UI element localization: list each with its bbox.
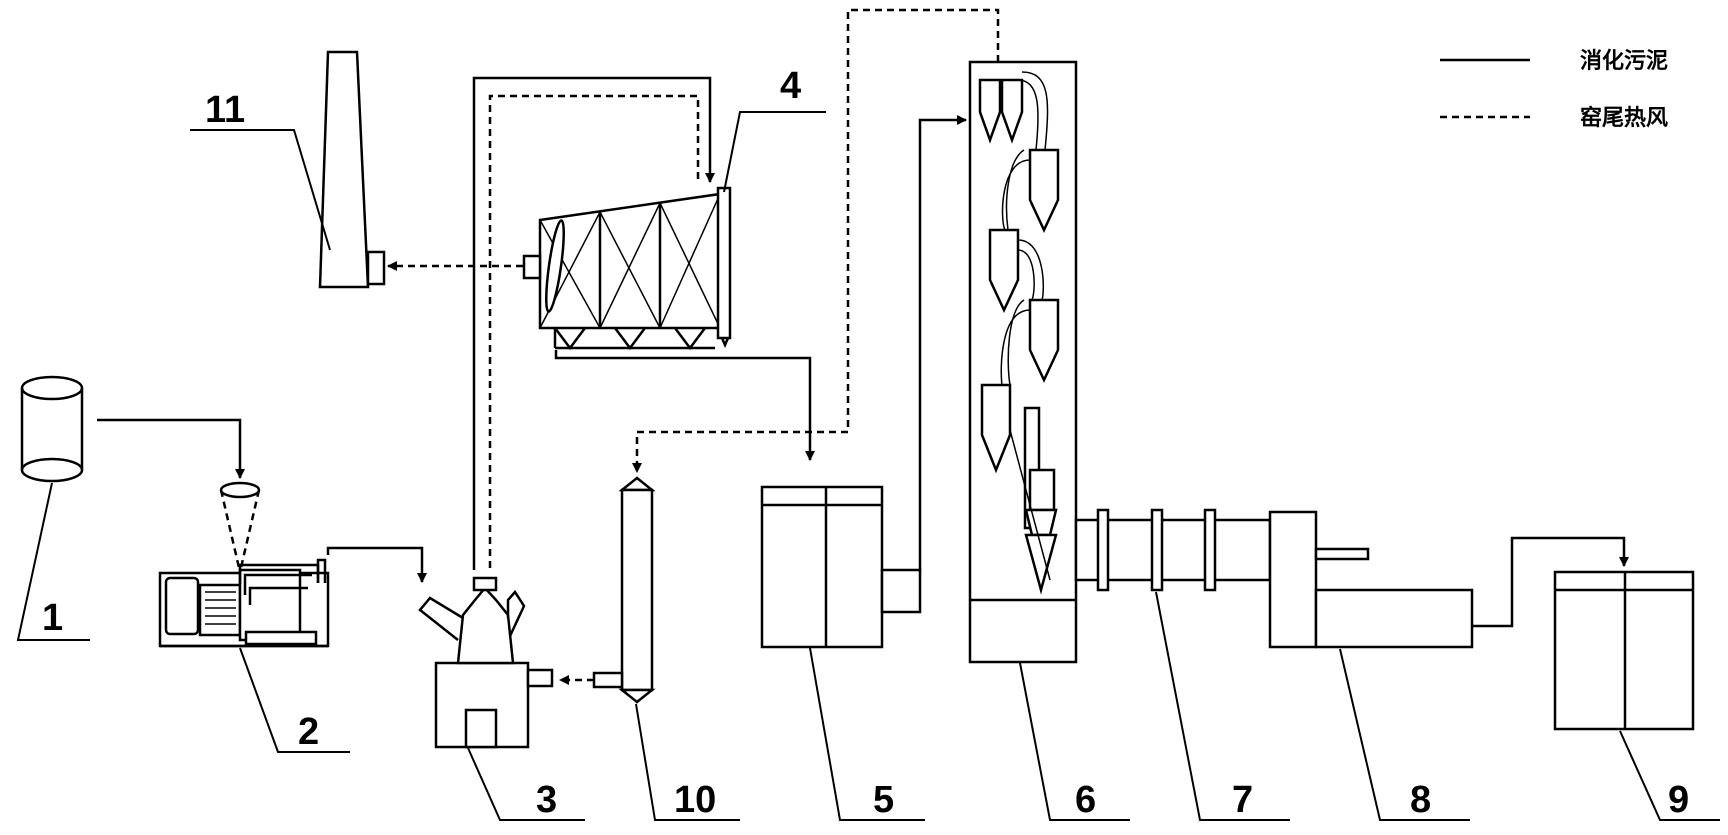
label-2: 2 (298, 711, 319, 753)
label-7: 7 (1232, 779, 1253, 821)
legend: 消化污泥 窑尾热风 (1440, 48, 1668, 131)
label-1: 1 (42, 597, 63, 639)
storage-silo-5 (760, 485, 922, 649)
mixer-dryer (418, 576, 554, 749)
legend-hot-air-label: 窑尾热风 (1580, 105, 1668, 131)
label-10: 10 (674, 779, 716, 821)
sludge-pump (158, 481, 330, 648)
label-11: 11 (205, 89, 245, 131)
sludge-flow-lines (97, 76, 1629, 628)
equipment-labels: 1 2 3 4 5 6 7 8 9 10 11 (42, 65, 1689, 821)
legend-sludge-label: 消化污泥 (1580, 48, 1668, 74)
hot-air-flow-lines (387, 8, 1000, 685)
chimney (318, 50, 386, 289)
label-4: 4 (780, 65, 801, 107)
sludge-tank (20, 375, 84, 483)
preheater-tower (968, 60, 1078, 664)
rotary-kiln (1074, 508, 1272, 592)
label-8: 8 (1410, 779, 1431, 821)
storage-silo-9 (1553, 570, 1695, 731)
label-6: 6 (1075, 779, 1096, 821)
bag-filter (522, 186, 732, 351)
clinker-cooler (1268, 510, 1474, 649)
label-9: 9 (1668, 779, 1689, 821)
label-3: 3 (536, 779, 557, 821)
heat-exchanger (592, 476, 656, 704)
leader-lines (16, 111, 1720, 821)
label-5: 5 (873, 779, 894, 821)
